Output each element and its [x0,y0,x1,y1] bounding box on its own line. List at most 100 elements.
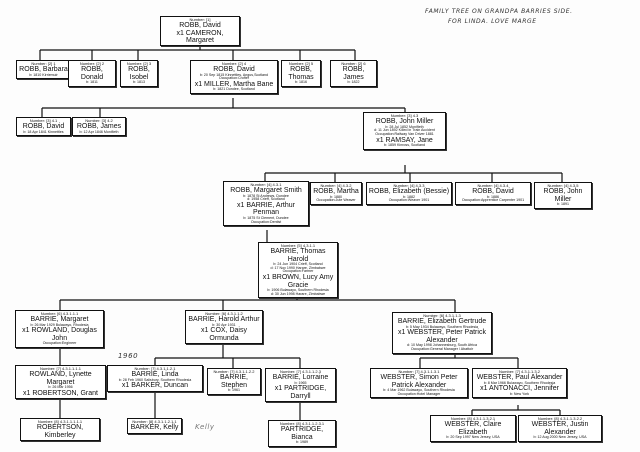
person-detail: Occupation:Jute Weaver [316,198,356,203]
spouse-detail: Occupation:General Manager / Abattoir [410,346,474,351]
person-number: Number: [7] 4.3.1.1.2.3 [280,369,321,374]
person-detail: b: 12 Apr 1846 Monifieth [79,129,119,134]
spouse-name: x1 ROWLAND, Douglas John [22,327,97,342]
person-name: ROBB, John Miller [543,188,583,203]
spouse-name: x1 BARRIE, Arthur Penman [237,202,295,217]
person-number: Number: [7] 4.3.1.1.3.2 [499,369,540,374]
person-number: Number: [6] 4.3.1.1.1 [40,311,79,316]
person-detail: b: 12 Aug 2000 New Jersey, USA [533,434,587,439]
person-number: Number: [3] 4.2 [85,118,113,123]
person-detail: b: 4 Mar 1962 Bulawayo, Southern Rhodesi… [383,387,455,392]
spouse-name: x1 RAMSAY, Jane [376,136,433,144]
person-number: Number: [7] 4.3.1.1.3.1 [398,369,440,374]
person-number: Number: [7] 4.3.1.1.1.1 [40,366,81,371]
handwritten-note-line1: FAMILY TREE ON GRANDPA BARRIES SIDE. [425,8,573,15]
person-number: Number: [8] 4.3.1.1.2.3.1 [279,421,325,426]
person-detail: b: 1811 [86,79,98,84]
person-number: Number: [4] 4.3.2 [320,183,352,188]
person-detail: b: 1891 [557,201,569,206]
person-detail: b: 20 Sep 1815 Kinnettles, Angus,Scotlan… [199,72,269,77]
person-number: Number: [3] 4.1 [29,118,58,123]
spouse-detail: b: New York [509,391,530,396]
person-detail: b: 1965 [294,380,307,385]
person-detail: b: 1989 [296,439,308,444]
spouse-name: x1 ROBERTSON, Grant [23,389,98,397]
person-name: BARRIE, Lorraine [272,374,329,382]
person-number: Number: [2] 2 [79,61,105,66]
person-name: PARTRIDGE, Bianca [280,426,324,441]
person-name: WEBSTER, Paul Alexander [476,374,563,382]
person-name: ROBB, David [213,66,255,74]
person-name: ROBB, Elizabeth (Bessie) [368,188,450,196]
person-detail: b: 1878 St Andrews, Dundee [243,193,289,198]
person-detail: Occupation:Apprentice Carpenter 1901 [461,198,525,203]
person-detail: b: 1816 [295,79,307,84]
person-name: WEBSTER, Justin Alexander [531,421,589,436]
spouse-name: x1 WEBSTER, Peter Patrick Alexander [398,329,486,344]
person-name: WEBSTER, Claire Elizabeth [444,421,502,436]
person-detail: Occupation:Hotel Manager [397,391,441,396]
person-detail: Occupation:Railway Van Driver 1881 [375,132,434,137]
spouse-detail: Occupation:Engineer [42,340,77,345]
person-detail: b: 30 Apr 1931 [212,322,236,327]
person-number: Number: [4] 4.3.1 [250,182,282,187]
spouse-name: x1 BROWN, Lucy Amy Gracie [262,274,334,289]
person-number: Number: [4] 4.3.4 [477,183,509,188]
person-detail: b: 26 Mar 1929 Bulawayo, Rhodesia [30,322,89,327]
person-name: ROBB, John Miller [375,118,434,126]
person-detail: b: 1813 [133,79,145,84]
person-number: Number: [7] 4.3.1.1.2.2 [213,369,255,374]
person-number: Number: [6] 4.3.1.1.3 [423,313,461,318]
person-name: BARRIE, Linda [131,371,179,379]
spouse-detail: b: 1875 St Clement, Dundee [243,215,289,220]
person-name: BARKER, Kelly [130,424,179,432]
spouse-detail: d: 30 Jun 1998 Harare, Zimbabwe [270,291,326,296]
person-number: Number: [2] 4 [221,61,247,66]
person-number: Number: [5] 4.3.1.1 [280,243,316,248]
person-name: BARRIE, Elizabeth Gertrude [397,318,487,326]
spouse-name: x1 PARTRIDGE, Darryll [274,385,327,400]
person-name: ROBB, Isobel [128,66,150,81]
person-number: Number: [3] 4.3 [390,113,419,118]
spouse-name: x1 CAMERON, Margaret [176,29,224,44]
person-detail: b: 1810 Kirriemuir [29,72,58,77]
person-name: BARRIE, Margaret [30,316,89,324]
person-detail: b: 1822 [347,79,360,84]
person-number: Number: [8] 4.3.1.1.3.2.1 [450,416,496,421]
person-name: ROBB, Thomas [288,66,314,81]
person-detail: b: 8 Mar 1966 Bulawayo, Southern Rhodesi… [483,380,556,385]
person-name: ROBB, David [179,22,221,30]
person-number: Number: [2] 6 [341,61,366,66]
person-detail: b: 1880 [330,194,342,199]
person-number: Number: [8] 4.3.1.1.1.1.1 [37,419,83,424]
person-detail: d: 11 Jun 1892 Killed in Train Accident [374,128,435,133]
person-detail: b: 28 Feb 1960 Salisbury, Southern Rhode… [118,377,192,382]
spouse-detail: b: 1906 Bulawayo, Southern Rhodesia [267,287,329,292]
person-name: ROBB, Martha [313,188,359,196]
person-detail: b: 18 Apr 1841 Kinnettles [23,129,64,134]
spouse-detail: b: 1821 Dundee, Scotland [213,87,255,92]
person-number: Number: [2] 3 [126,61,152,66]
person-name: BARRIE, Thomas Harold [270,248,326,263]
person-detail: b: 5 May 1934 Bulawayo, Southern Rhodesi… [405,324,479,329]
person-name: WEBSTER, Simon Peter Patrick Alexander [380,374,458,389]
